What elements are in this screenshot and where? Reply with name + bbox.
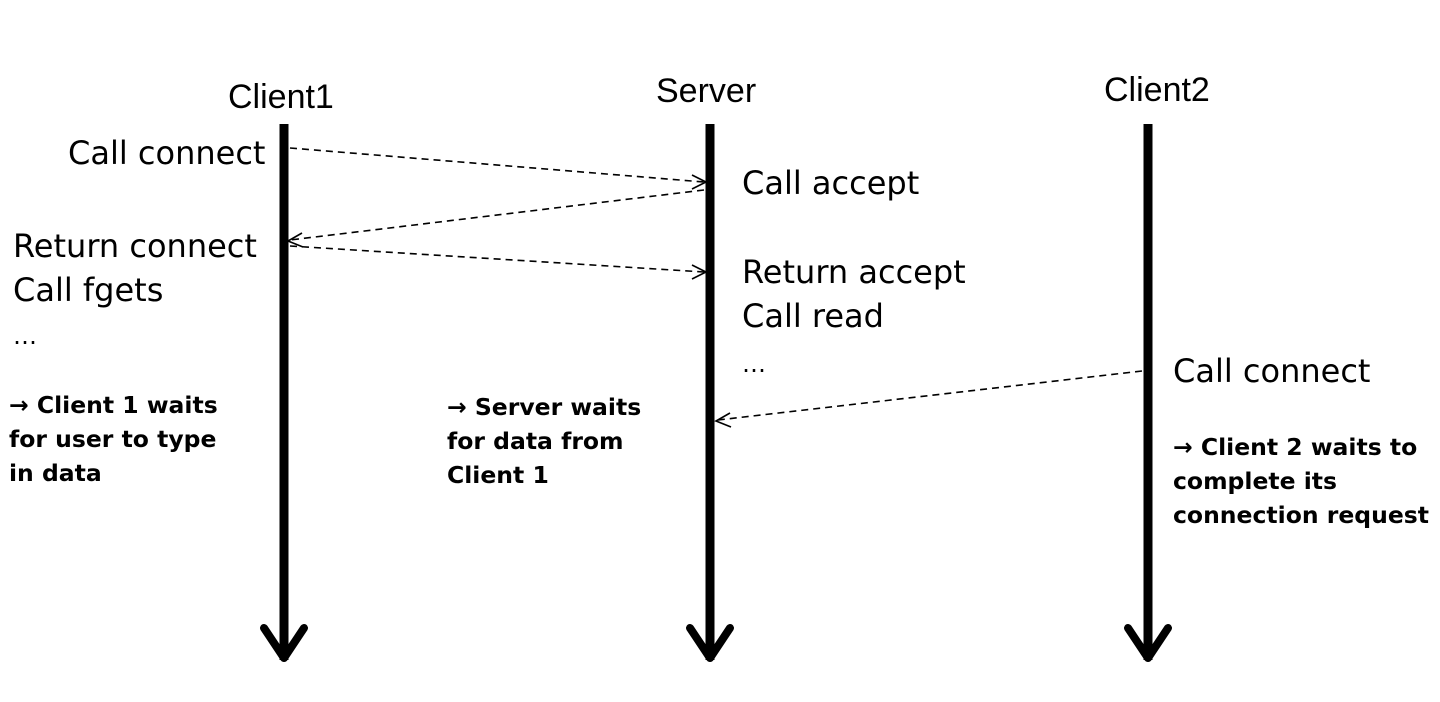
server-wait-note: → Server waits for data from Client 1: [447, 390, 641, 492]
client1-return-connect-label: Return connect: [13, 227, 257, 265]
server-lane-title: Server: [656, 72, 757, 110]
message-client2-connect: [714, 370, 1143, 428]
client1-wait-note: → Client 1 waits for user to type in dat…: [9, 388, 218, 490]
client2-note-line: connection request: [1173, 501, 1429, 529]
server-return-accept-label: Return accept: [742, 253, 966, 291]
server-ellipsis: …: [742, 350, 766, 378]
client1-lane-title: Client1: [228, 78, 334, 116]
server-call-accept-label: Call accept: [742, 164, 920, 202]
client2-note-line: complete its: [1173, 467, 1338, 495]
client1-note-line: in data: [9, 459, 102, 487]
message-ack: [289, 245, 708, 280]
client2-wait-note: → Client 2 waits to complete its connect…: [1173, 430, 1429, 532]
client2-note-line: → Client 2 waits to: [1173, 433, 1418, 461]
client2-timeline: [1124, 124, 1172, 662]
server-note-line: Client 1: [447, 461, 549, 489]
client1-note-line: → Client 1 waits: [9, 391, 218, 419]
server-call-read-label: Call read: [742, 297, 884, 335]
server-note-line: → Server waits: [447, 393, 642, 421]
client2-lane-title: Client2: [1104, 71, 1210, 109]
client1-ellipsis: …: [13, 322, 37, 350]
client1-call-fgets-label: Call fgets: [13, 271, 164, 309]
message-connect-request: [289, 147, 708, 190]
server-timeline: [686, 124, 734, 662]
client2-call-connect-label: Call connect: [1173, 352, 1371, 390]
client1-timeline: [260, 124, 308, 662]
client1-call-connect-label: Call connect: [68, 134, 266, 172]
client1-note-line: for user to type: [9, 425, 217, 453]
message-accept-reply: [286, 189, 705, 248]
server-note-line: for data from: [447, 427, 624, 455]
